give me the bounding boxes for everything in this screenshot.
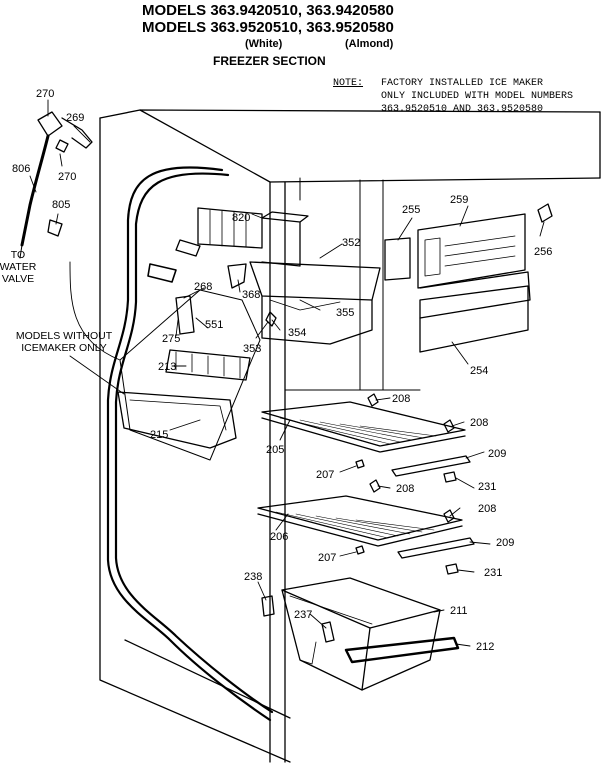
upper-wire-shelf bbox=[261, 401, 471, 477]
part-label: 209 bbox=[496, 537, 514, 549]
part-label: 368 bbox=[242, 289, 260, 301]
part-label: 231 bbox=[478, 481, 496, 493]
part-label: 206 bbox=[270, 531, 288, 543]
part-label: 215 bbox=[150, 429, 168, 441]
part-label: 213 bbox=[158, 361, 176, 373]
note-label: NOTE: bbox=[333, 78, 364, 89]
models-without-icemaker-line-1: MODELS WITHOUT bbox=[16, 330, 113, 342]
part-label: 207 bbox=[318, 552, 336, 564]
water-line-assembly bbox=[19, 111, 93, 259]
part-label: 354 bbox=[288, 327, 306, 339]
part-label: 255 bbox=[402, 204, 420, 216]
note-line-3: 363.9520510 AND 363.9520580 bbox=[381, 104, 544, 115]
part-label: 209 bbox=[488, 448, 506, 460]
part-label: 806 bbox=[12, 163, 30, 175]
lower-wire-shelf bbox=[257, 495, 475, 559]
title-models-line-2: MODELS 363.9520510, 363.9520580 bbox=[142, 19, 394, 36]
section-title: FREEZER SECTION bbox=[213, 54, 326, 68]
part-label: 237 bbox=[294, 609, 312, 621]
part-label: 208 bbox=[396, 483, 414, 495]
freezer-basket bbox=[261, 577, 460, 691]
part-label: 259 bbox=[450, 194, 468, 206]
part-label: 205 bbox=[266, 444, 284, 456]
part-label: 355 bbox=[336, 307, 354, 319]
water-valve-line-1: TO bbox=[11, 249, 25, 261]
part-label: 275 bbox=[162, 333, 180, 345]
part-label: 551 bbox=[205, 319, 223, 331]
part-label: 208 bbox=[478, 503, 496, 515]
part-labels: 270 269 806 270 805 820 352 255 259 256 … bbox=[12, 88, 552, 653]
water-valve-line-3: VALVE bbox=[2, 273, 34, 285]
freezer-cabinet bbox=[99, 109, 601, 763]
ice-maker-assembly bbox=[117, 207, 381, 461]
part-label: 211 bbox=[450, 605, 468, 617]
part-label: 353 bbox=[243, 343, 261, 355]
shelf-clips bbox=[355, 393, 459, 575]
water-valve-line-2: WATER bbox=[0, 261, 37, 273]
part-label: 268 bbox=[194, 281, 212, 293]
title-models-line-1: MODELS 363.9420510, 363.9420580 bbox=[142, 2, 394, 19]
part-label: 270 bbox=[58, 171, 76, 183]
part-label: 208 bbox=[392, 393, 410, 405]
part-label: 212 bbox=[476, 641, 494, 653]
leader-lines bbox=[29, 99, 545, 647]
models-without-icemaker-line-2: ICEMAKER ONLY bbox=[21, 342, 107, 354]
callout-text: MODELS WITHOUT ICEMAKER ONLY TO WATER VA… bbox=[0, 249, 113, 354]
part-label: 805 bbox=[52, 199, 70, 211]
control-panel-and-cover bbox=[384, 203, 553, 353]
part-label: 231 bbox=[484, 567, 502, 579]
color-almond-label: (Almond) bbox=[345, 38, 394, 50]
part-label: 352 bbox=[342, 237, 360, 249]
note-line-1: FACTORY INSTALLED ICE MAKER bbox=[381, 78, 544, 89]
part-label: 208 bbox=[470, 417, 488, 429]
part-label: 207 bbox=[316, 469, 334, 481]
part-label: 256 bbox=[534, 246, 552, 258]
part-label: 238 bbox=[244, 571, 262, 583]
color-white-label: (White) bbox=[245, 38, 283, 50]
note-line-2: ONLY INCLUDED WITH MODEL NUMBERS bbox=[381, 91, 574, 102]
part-label: 820 bbox=[232, 212, 250, 224]
part-label: 269 bbox=[66, 112, 84, 124]
door-gasket bbox=[106, 166, 274, 722]
part-label: 254 bbox=[470, 365, 488, 377]
part-label: 270 bbox=[36, 88, 54, 100]
